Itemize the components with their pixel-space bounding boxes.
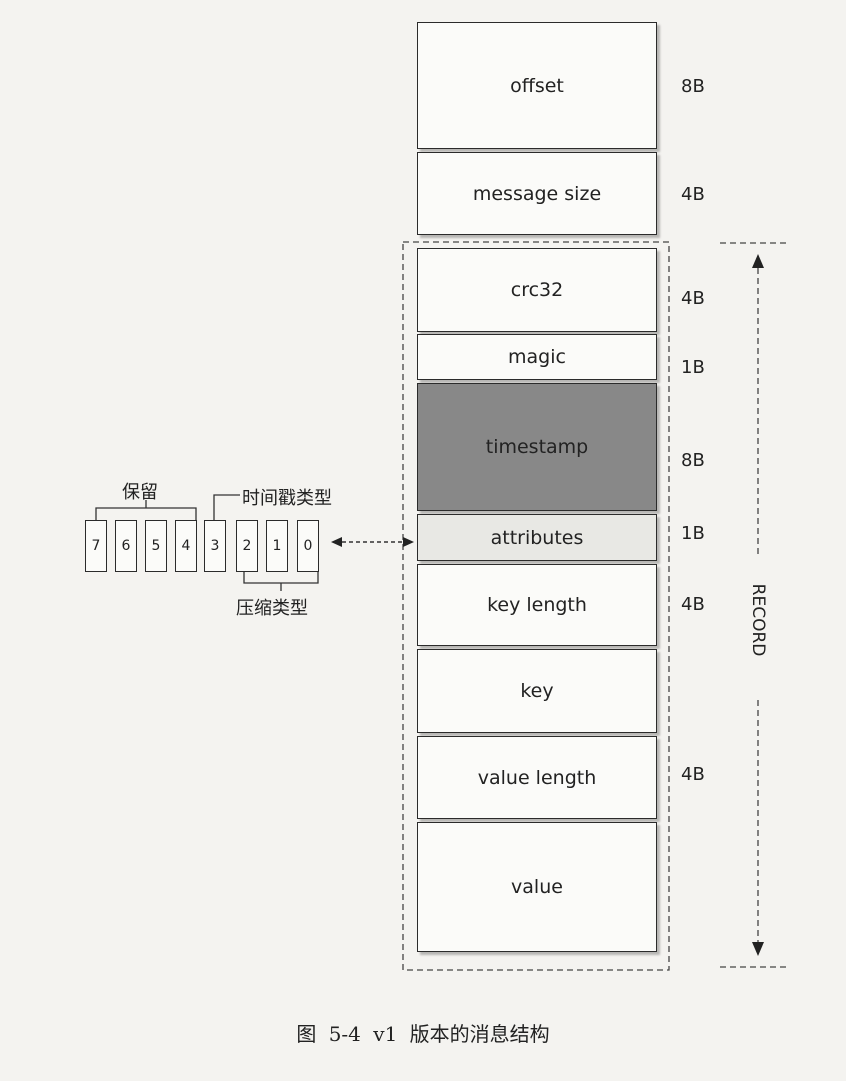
link-arrow-right	[403, 537, 414, 547]
field-message-size: message size	[417, 152, 657, 235]
size-message-size: 4B	[681, 184, 705, 205]
bit-7: 7	[85, 520, 107, 572]
size-offset: 8B	[681, 76, 705, 97]
bit-6: 6	[115, 520, 137, 572]
size-timestamp: 8B	[681, 450, 705, 471]
bit-0: 0	[297, 520, 319, 572]
compression-bracket	[243, 572, 319, 584]
size-key-length: 4B	[681, 594, 705, 615]
bit-3: 3	[204, 520, 226, 572]
figure-caption: 图 5-4 v1 版本的消息结构	[296, 1022, 550, 1046]
bit-5: 5	[145, 520, 167, 572]
field-value-length: value length	[417, 736, 657, 819]
field-magic: magic	[417, 334, 657, 380]
field-key: key	[417, 649, 657, 733]
size-magic: 1B	[681, 357, 705, 378]
reserved-bracket	[95, 507, 197, 520]
record-arrow-up-head	[752, 254, 764, 268]
timestamp-type-label: 时间戳类型	[242, 488, 332, 509]
bit-2: 2	[236, 520, 258, 572]
field-key-length: key length	[417, 564, 657, 646]
record-label: RECORD	[748, 583, 768, 657]
field-attributes: attributes	[417, 514, 657, 561]
timestamp-type-bracket	[213, 494, 240, 520]
bit-4: 4	[175, 520, 197, 572]
size-crc32: 4B	[681, 288, 705, 309]
field-value: value	[417, 822, 657, 952]
field-crc32: crc32	[417, 248, 657, 332]
bit-1: 1	[266, 520, 288, 572]
size-attributes: 1B	[681, 523, 705, 544]
record-arrow-down-head	[752, 942, 764, 956]
reserved-label: 保留	[122, 482, 158, 503]
record-frame	[402, 241, 670, 971]
link-arrow-left	[331, 537, 342, 547]
field-offset: offset	[417, 22, 657, 149]
field-timestamp: timestamp	[417, 383, 657, 511]
size-value-length: 4B	[681, 764, 705, 785]
compression-type-label: 压缩类型	[236, 598, 308, 619]
